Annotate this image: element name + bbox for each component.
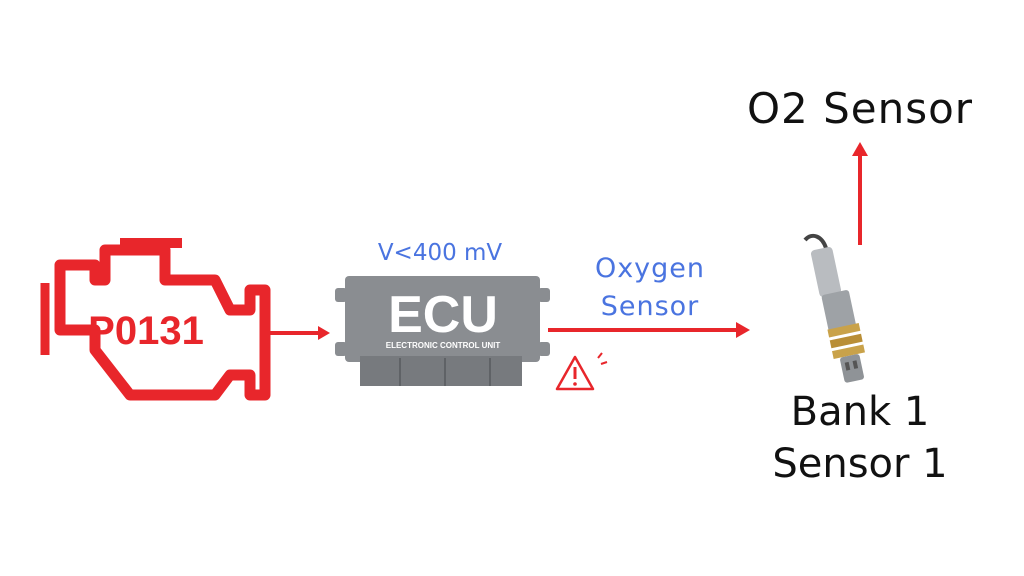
arrow-ecu-to-sensor	[548, 322, 750, 338]
engine-code: P0131	[88, 309, 204, 353]
arrow-sensor-up	[852, 142, 868, 245]
o2-sensor-label: O2 Sensor	[746, 84, 974, 133]
warning-icon	[555, 352, 608, 391]
bank-label-line1: Bank 1	[790, 389, 930, 435]
oxygen-sensor-label: Oxygen Sensor	[560, 250, 740, 326]
arrow-engine-to-ecu	[268, 326, 330, 340]
ecu-title: ECU	[388, 286, 498, 344]
ecu-icon	[335, 276, 550, 386]
oxygen-label-line1: Oxygen	[594, 253, 706, 284]
oxygen-sensor-icon	[803, 233, 865, 383]
ecu-subtitle: ELECTRONIC CONTROL UNIT	[386, 341, 501, 350]
voltage-label: V<400 mV	[377, 240, 503, 266]
oxygen-label-line2: Sensor	[600, 291, 700, 322]
bank-label-line2: Sensor 1	[772, 441, 948, 487]
bank-sensor-label: Bank 1 Sensor 1	[730, 386, 990, 490]
check-engine-icon	[40, 238, 271, 401]
